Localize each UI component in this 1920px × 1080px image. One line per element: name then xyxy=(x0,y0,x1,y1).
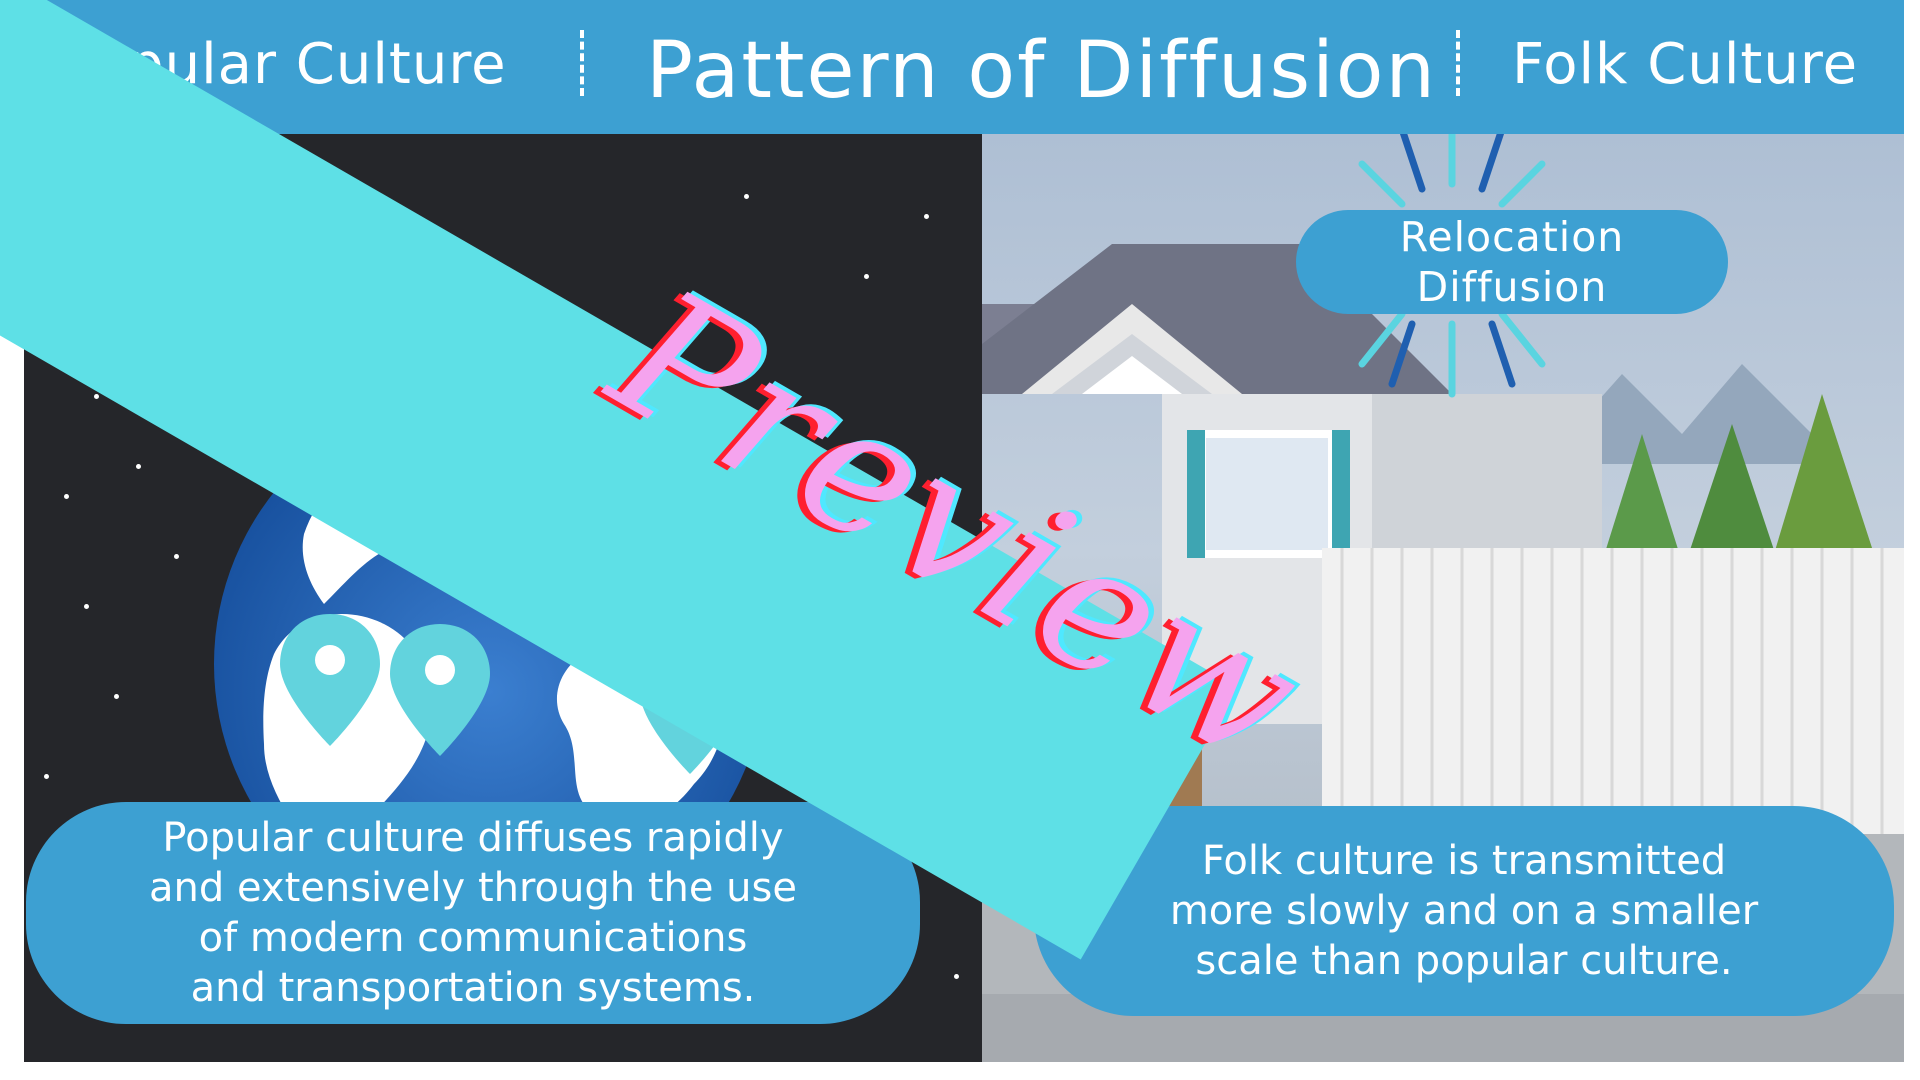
star xyxy=(44,774,49,779)
star xyxy=(84,604,89,609)
header-divider-left xyxy=(580,30,584,96)
burst-icon xyxy=(1358,134,1546,398)
mountain-shape xyxy=(1542,364,1842,464)
relocation-diffusion-text: Relocation Diffusion xyxy=(1399,213,1625,311)
star xyxy=(136,464,141,469)
page-title: Pattern of Diffusion xyxy=(646,26,1437,116)
star xyxy=(114,694,119,699)
header-folk-culture: Folk Culture xyxy=(1512,32,1859,97)
header-divider-right xyxy=(1456,30,1460,96)
popular-culture-description-text: Popular culture diffuses rapidly and ext… xyxy=(149,815,797,1011)
star xyxy=(174,554,179,559)
star xyxy=(864,274,869,279)
star xyxy=(954,974,959,979)
folk-culture-description: Folk culture is transmitted more slowly … xyxy=(1034,806,1894,1016)
map-pin-icon xyxy=(280,614,380,746)
relocation-diffusion-label: Relocation Diffusion xyxy=(1296,210,1728,314)
map-pin-icon xyxy=(390,624,490,756)
star xyxy=(744,194,749,199)
star xyxy=(924,214,929,219)
header-bar: Popular Culture Pattern of Diffusion Fol… xyxy=(24,0,1904,134)
star xyxy=(94,394,99,399)
slide: Popular Culture Pattern of Diffusion Fol… xyxy=(24,0,1904,1062)
popular-culture-description: Popular culture diffuses rapidly and ext… xyxy=(26,802,920,1024)
star xyxy=(64,494,69,499)
folk-culture-description-text: Folk culture is transmitted more slowly … xyxy=(1169,838,1759,984)
